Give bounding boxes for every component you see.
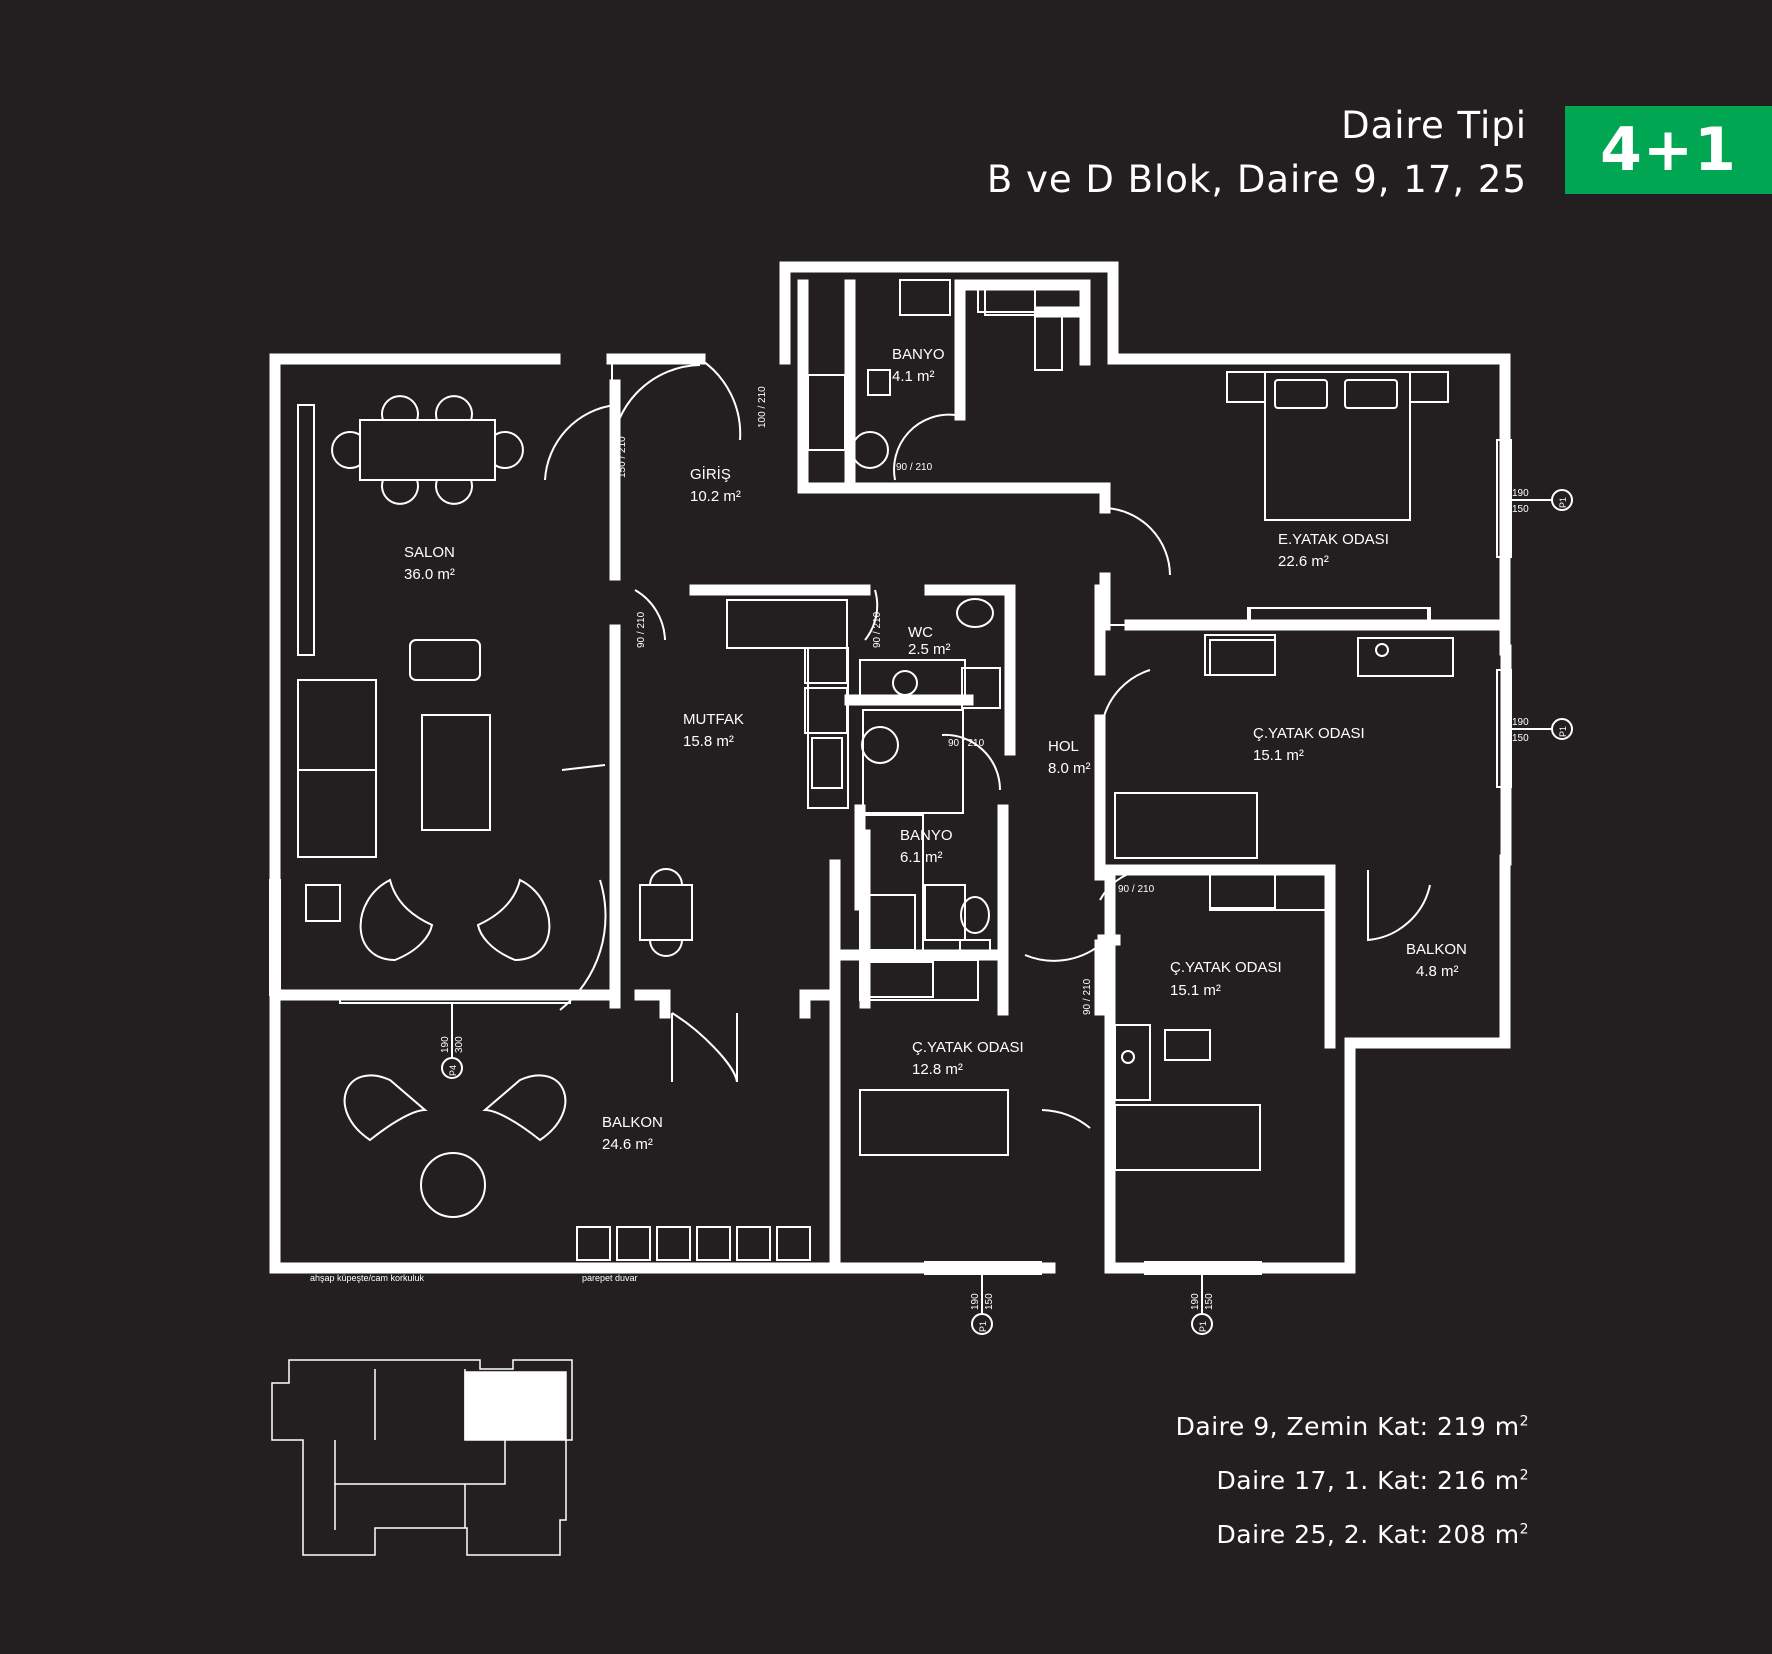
window-dim: 190	[1512, 717, 1529, 728]
giris-area: 10.2 m²	[690, 488, 741, 505]
door-dim: 90 / 210	[948, 738, 985, 749]
window-dim: 150	[1512, 504, 1529, 515]
cyatak2-area: 15.1 m²	[1170, 982, 1221, 999]
mutfak-name: MUTFAK	[683, 711, 744, 728]
window-dim: 150	[1512, 733, 1529, 744]
room-labels: SALON 36.0 m² GİRİŞ 10.2 m² BANYO 4.1 m²…	[404, 346, 1467, 1153]
window-code: P1	[978, 1321, 988, 1332]
area-sup: 2	[1519, 1521, 1529, 1538]
desk-icon	[1114, 643, 1389, 1101]
balkon-big-area: 24.6 m²	[602, 1136, 653, 1153]
banyo2-area: 6.1 m²	[900, 849, 943, 866]
salon-area: 36.0 m²	[404, 566, 455, 583]
room-count-badge: 4+1	[1565, 106, 1772, 194]
window-marker-icon	[441, 489, 1573, 1335]
area-line-daire-17: Daire 17, 1. Kat: 216 m2	[1217, 1466, 1529, 1495]
dimension-labels: 150 / 210 100 / 210 90 / 210 90 / 210 90…	[440, 386, 1568, 1332]
kitchen-counter-icon	[639, 647, 848, 1083]
door-dim: 90 / 210	[872, 611, 883, 648]
door-dim: 90 / 210	[636, 611, 647, 648]
door-dim: 90 / 210	[1082, 978, 1093, 1015]
bathroom-fixture-icon	[851, 279, 1001, 956]
giris-name: GİRİŞ	[690, 465, 731, 483]
window-dim: 150	[1204, 1293, 1215, 1310]
cyatak3-area: 12.8 m²	[912, 1061, 963, 1078]
door-swing-icon	[544, 358, 1431, 1129]
wc-name: WC	[908, 624, 933, 641]
balkon-small-name: BALKON	[1406, 941, 1467, 958]
sofa-icon	[297, 639, 491, 858]
plan-block-subtitle: B ve D Blok, Daire 9, 17, 25	[986, 158, 1527, 201]
salon-name: SALON	[404, 544, 455, 561]
eyatak-name: E.YATAK ODASI	[1278, 531, 1389, 548]
window-dim: 190	[1512, 488, 1529, 499]
window-dim: 150	[984, 1293, 995, 1310]
window-code: P1	[1558, 726, 1568, 737]
window-dim: 300	[454, 1036, 465, 1053]
hol-area: 8.0 m²	[1048, 760, 1091, 777]
area-line-daire-25: Daire 25, 2. Kat: 208 m2	[1217, 1520, 1529, 1549]
balkon-big-name: BALKON	[602, 1114, 663, 1131]
banyo1-area: 4.1 m²	[892, 368, 935, 385]
cyatak3-name: Ç.YATAK ODASI	[912, 1039, 1024, 1056]
wardrobe-icon	[807, 281, 1276, 998]
window-code: P1	[1558, 497, 1568, 508]
plan-type-title: Daire Tipi	[1341, 104, 1527, 147]
balkon-small-area: 4.8 m²	[1416, 963, 1459, 980]
window-code: P1	[1198, 1321, 1208, 1332]
plan-notes: ahşap küpeşte/cam korkuluk parepet duvar	[310, 1273, 638, 1283]
key-plan-diagram	[271, 1359, 573, 1556]
area-text: Daire 17, 1. Kat: 216 m	[1216, 1466, 1520, 1495]
area-text: Daire 25, 2. Kat: 208 m	[1216, 1520, 1520, 1549]
window-dim: 190	[440, 1036, 451, 1053]
banyo1-name: BANYO	[892, 346, 945, 363]
armchair-icon	[305, 878, 567, 1218]
area-line-daire-9: Daire 9, Zemin Kat: 219 m2	[1176, 1412, 1529, 1441]
window-dim: 190	[1190, 1293, 1201, 1310]
area-sup: 2	[1519, 1413, 1529, 1430]
walls	[269, 261, 1512, 1274]
eyatak-area: 22.6 m²	[1278, 553, 1329, 570]
dining-table-icon	[331, 395, 524, 505]
door-dim: 90 / 210	[896, 462, 933, 473]
cyatak1-name: Ç.YATAK ODASI	[1253, 725, 1365, 742]
mutfak-area: 15.8 m²	[683, 733, 734, 750]
railing-note: ahşap küpeşte/cam korkuluk	[310, 1273, 425, 1283]
parapet-note: parepet duvar	[582, 1273, 638, 1283]
area-sup: 2	[1519, 1467, 1529, 1484]
banyo2-name: BANYO	[900, 827, 953, 844]
planter-icon	[576, 1226, 811, 1261]
hol-name: HOL	[1048, 738, 1079, 755]
cyatak1-area: 15.1 m²	[1253, 747, 1304, 764]
bed-icon	[859, 371, 1449, 1171]
cyatak2-name: Ç.YATAK ODASI	[1170, 959, 1282, 976]
window-code: P4	[448, 1065, 458, 1076]
door-dim: 100 / 210	[757, 386, 768, 428]
room-count-label: 4+1	[1600, 115, 1737, 185]
door-dim: 150 / 210	[617, 436, 628, 478]
wc-area: 2.5 m²	[908, 641, 951, 658]
window-dim: 190	[970, 1293, 981, 1310]
door-dim: 90 / 210	[1118, 884, 1155, 895]
area-text: Daire 9, Zemin Kat: 219 m	[1175, 1412, 1520, 1441]
